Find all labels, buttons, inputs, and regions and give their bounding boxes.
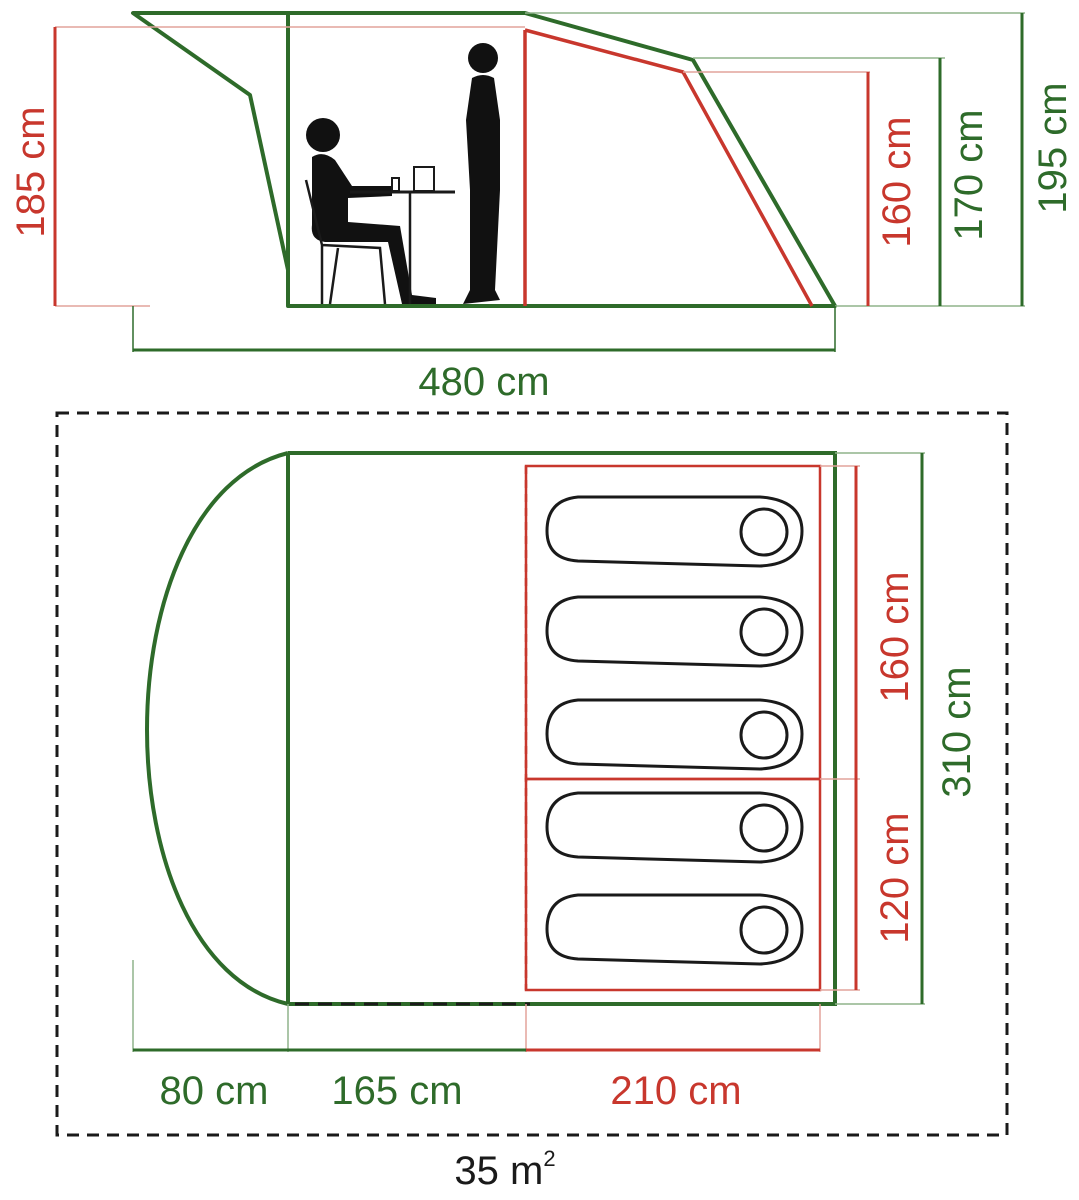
total-width-label: 310 cm (935, 666, 979, 797)
side-view: 185 cm 160 cm 170 cm 195 cm 480 cm (9, 11, 1075, 404)
tent-outer-profile (131, 11, 837, 308)
sleeping-bag-icon (545, 698, 804, 771)
porch-height-label: 185 cm (9, 106, 53, 237)
sleeping-bag-icon (545, 595, 804, 668)
total-length-label: 480 cm (418, 360, 549, 404)
floor-area-label: 35 m2 (454, 1146, 555, 1193)
sleeping-bags (545, 495, 804, 966)
bedroom-b-outline (524, 777, 822, 992)
seated-person-icon (304, 118, 436, 305)
tent-floor-outline (288, 451, 837, 1006)
standing-person-icon (463, 43, 500, 304)
sleeping-bag-icon (545, 791, 804, 864)
bedroom-depth-label: 210 cm (610, 1069, 741, 1113)
bedroom-high-height-label: 170 cm (947, 109, 991, 240)
bedroom-a-width-label: 160 cm (873, 571, 917, 702)
bedroom-low-height-label: 160 cm (875, 116, 919, 247)
porch-arc (145, 451, 289, 1006)
sleeping-bag-icon (545, 893, 804, 966)
floor-area-superscript: 2 (543, 1146, 555, 1171)
total-height-label: 195 cm (1031, 82, 1075, 213)
footprint-dashed-border (55, 411, 1009, 1137)
sleeping-bag-icon (545, 495, 804, 568)
porch-depth-label: 80 cm (160, 1069, 269, 1113)
floor-area-value: 35 m (454, 1149, 543, 1193)
floor-plan: 160 cm 120 cm 310 cm 80 cm 165 cm 210 cm… (55, 411, 1009, 1193)
bedroom-b-width-label: 120 cm (873, 812, 917, 943)
table-icon (350, 166, 455, 304)
living-depth-label: 165 cm (331, 1069, 462, 1113)
